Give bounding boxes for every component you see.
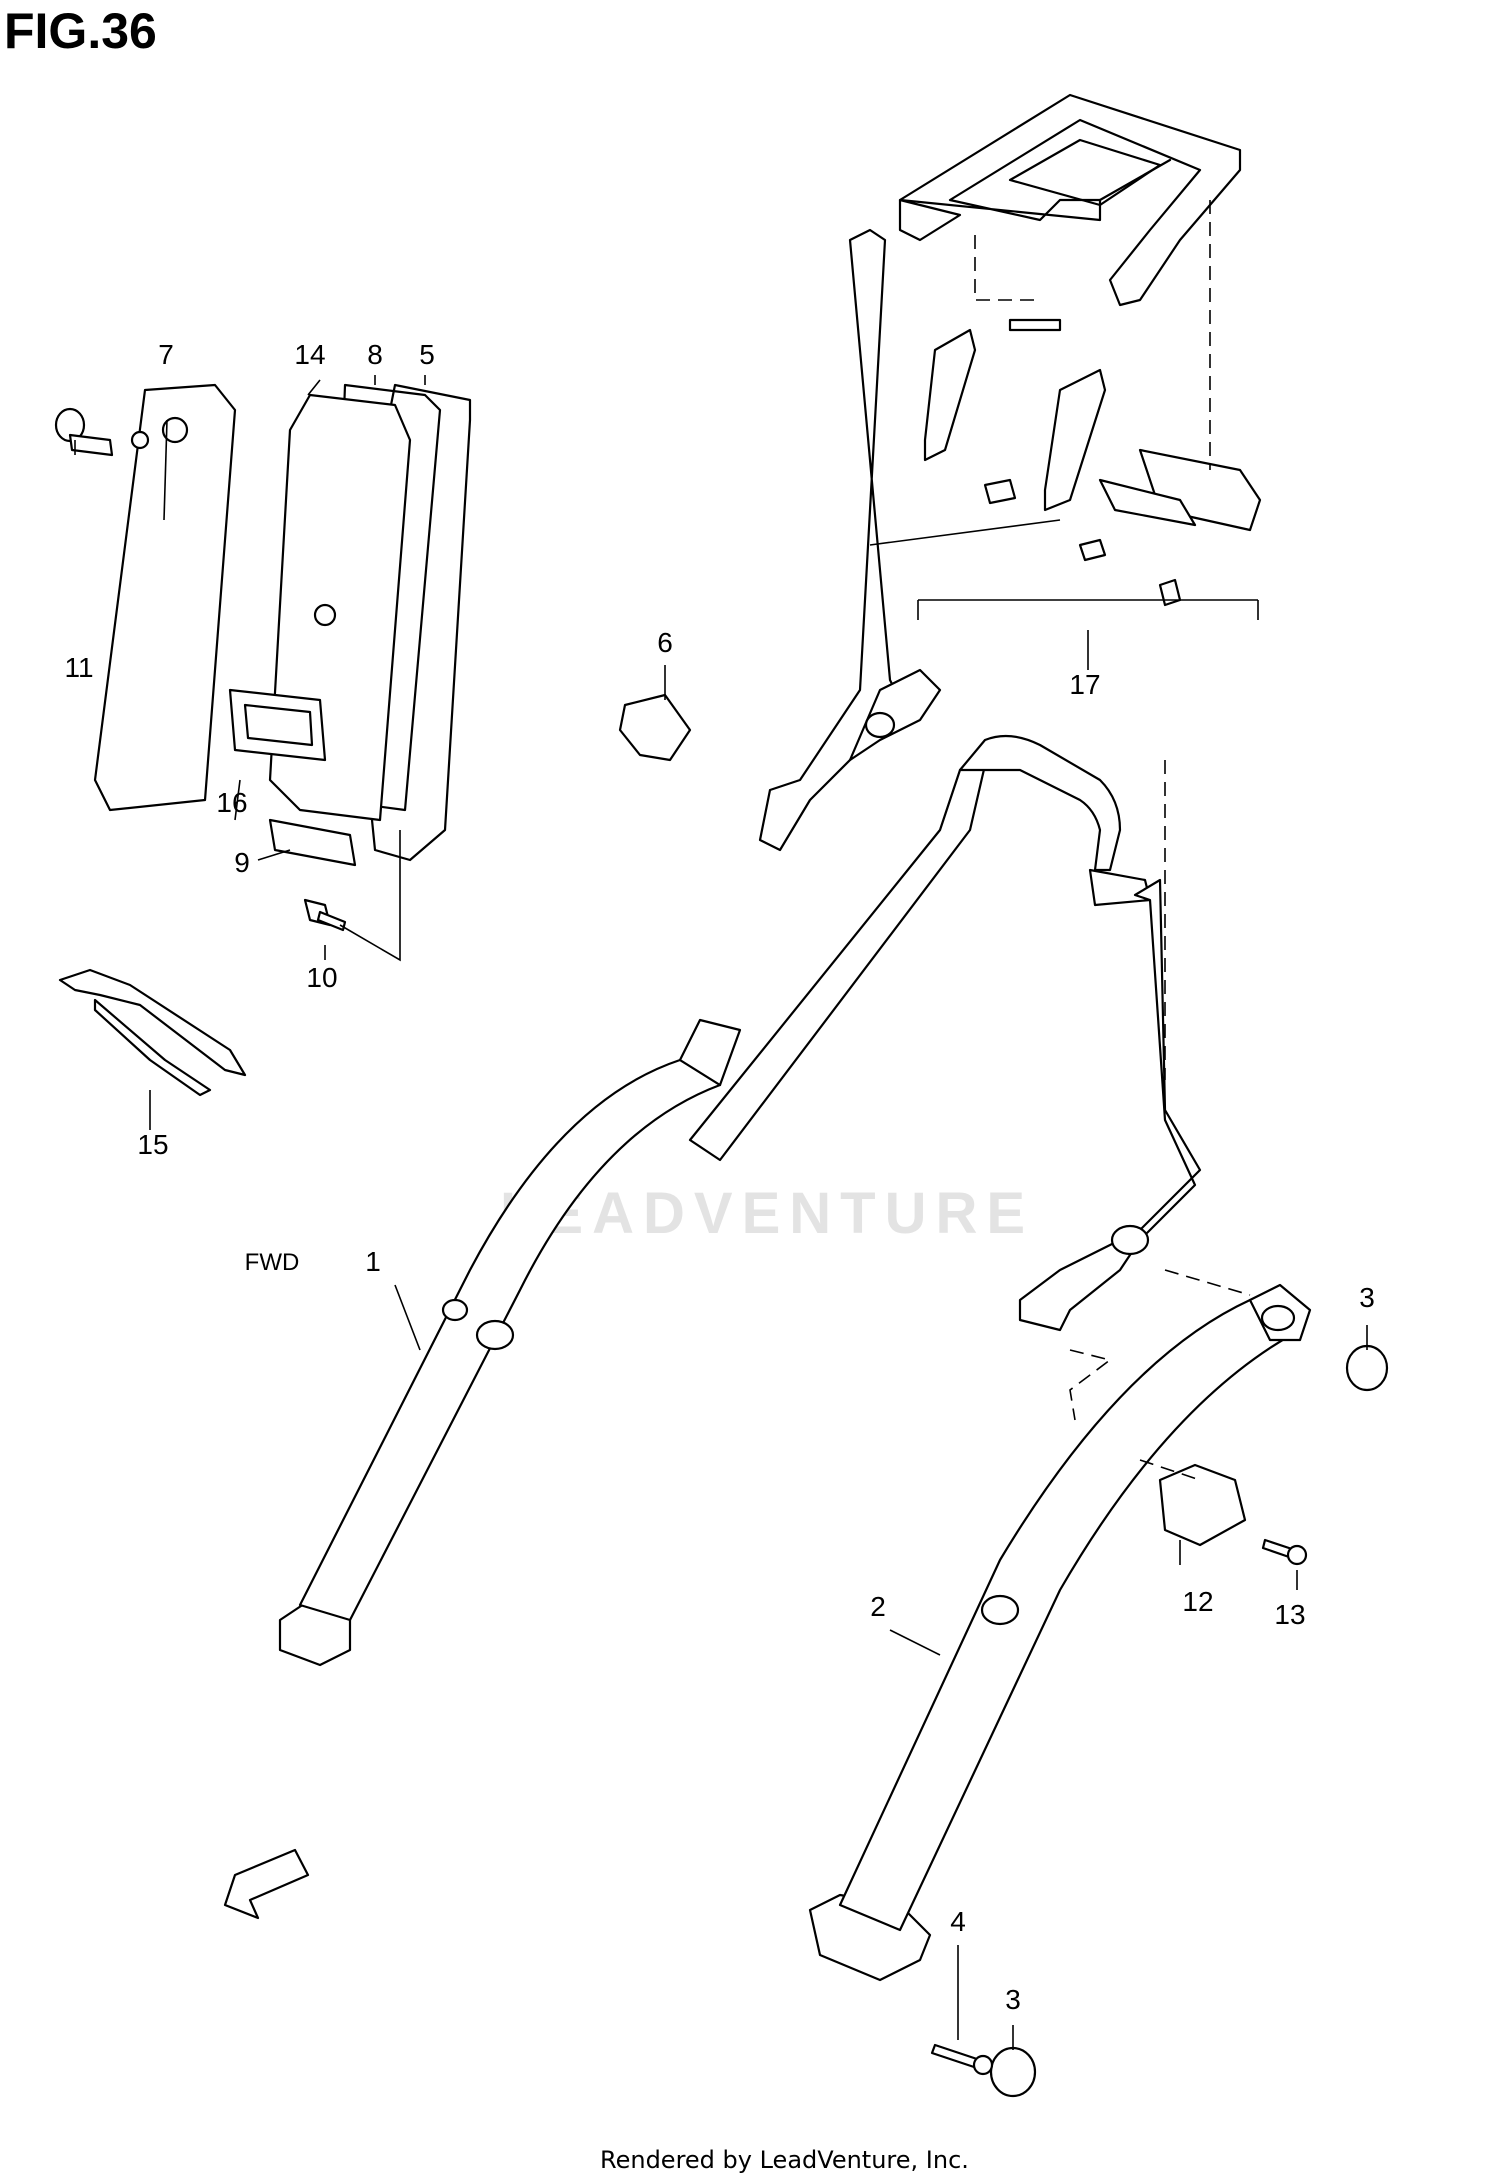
part-10-bolt: [303, 898, 347, 932]
callout-17: 17: [1069, 669, 1101, 700]
callout-16: 16: [216, 787, 248, 818]
watermark: LEADVENTURE: [500, 1181, 1035, 1246]
part-1-left-arm: [278, 1018, 742, 1667]
callout-15: 15: [137, 1129, 169, 1160]
part-6-clip: [618, 693, 692, 762]
callout-10: 10: [306, 962, 338, 993]
callout-7: 7: [158, 339, 174, 370]
callout-13: 13: [1274, 1599, 1306, 1630]
rack-post: [758, 228, 942, 852]
backrest-frame: [688, 734, 1152, 1162]
part-16-strap: [228, 688, 327, 762]
part-7-cover: [93, 383, 237, 812]
callout-2: 2: [870, 1591, 886, 1622]
callout-12: 12: [1182, 1586, 1214, 1617]
callout-6: 6: [657, 627, 673, 658]
part-13-bolt: [1261, 1538, 1308, 1566]
part-4-bolt: [930, 2043, 994, 2076]
part-11-grommet: [54, 407, 114, 457]
part-9-pad: [268, 818, 357, 867]
callout-3-lower: 3: [1005, 1984, 1021, 2015]
fwd-label: FWD: [244, 1249, 300, 1276]
rack-brackets: [923, 318, 1262, 607]
part-3-cap-upper: [1345, 1344, 1389, 1392]
leader-lines: [74, 375, 1368, 2050]
callout-9: 9: [234, 847, 250, 878]
footer-credit: Rendered by LeadVenture, Inc.: [600, 2146, 969, 2174]
part-3-cap-lower: [989, 2046, 1037, 2098]
part-2-right-arm: [808, 1283, 1312, 1982]
callout-8: 8: [367, 339, 383, 370]
part-15-tool: [58, 968, 247, 1097]
figure-title: FIG.36: [4, 3, 157, 59]
callout-4: 4: [950, 1906, 966, 1937]
callout-3-upper: 3: [1359, 1282, 1375, 1313]
callout-5: 5: [419, 339, 435, 370]
carrier-rack: [898, 93, 1242, 307]
callout-1: 1: [365, 1246, 381, 1277]
callout-14: 14: [294, 339, 326, 370]
callout-11: 11: [64, 652, 94, 683]
right-upright: [1018, 878, 1202, 1332]
part-12-bracket: [1158, 1463, 1247, 1547]
alignment-lines: [974, 200, 1251, 1481]
fwd-arrow: [223, 1848, 310, 1920]
